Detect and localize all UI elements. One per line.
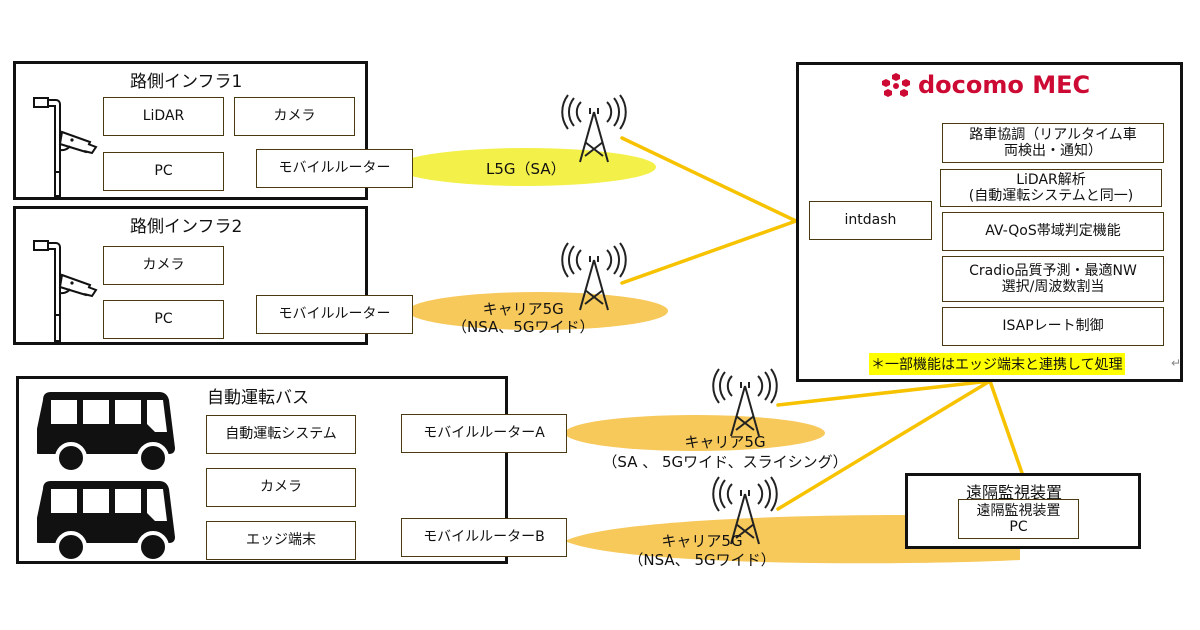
mec-function-line1: 路車協調（リアルタイム車 <box>969 126 1137 143</box>
remote-monitor-title: 遠隔監視装置 <box>966 483 1063 502</box>
carrier5g-infra2-label-line1: キャリア5G <box>482 300 564 318</box>
antenna-tower-icon-carrier-bus-b <box>712 476 778 545</box>
mec-function-line1: AV-QoS帯域判定機能 <box>985 223 1121 240</box>
remote-monitor-group: 遠隔監視装置 遠隔監視装置 PC <box>905 473 1141 549</box>
docomo-mec-group: docomo MEC intdash 路車協調（リアルタイム車 両検出・通知） … <box>796 62 1183 382</box>
streetlight-camera-icon <box>33 240 98 342</box>
autonomous-driving-system-box: 自動運転システム <box>206 415 356 454</box>
link-carrier-bus-a-to-mec <box>776 379 992 407</box>
remote-monitor-pc-line2: PC <box>1009 519 1028 535</box>
camera-box-infra1: カメラ <box>234 97 355 136</box>
streetlight-camera-icon <box>33 97 98 197</box>
mec-function-line1: LiDAR解析 <box>1016 171 1086 188</box>
edge-coordination-note-text: ＊一部機能はエッジ端末と連携して処理 <box>871 357 1123 373</box>
carrier5g-bus-a-label-line2: （SA 、 5Gワイド、スライシング） <box>602 453 848 471</box>
edge-terminal-box: エッジ端末 <box>206 521 356 560</box>
mobile-router-infra1: モバイルルーター <box>256 149 413 188</box>
docomo-mec-logo: docomo MEC <box>882 71 1090 99</box>
lidar-box-infra1: LiDAR <box>103 97 224 136</box>
mobile-router-infra2: モバイルルーター <box>256 295 413 334</box>
link-carrier-bus-b-to-mec <box>776 379 992 511</box>
link-l5g-to-mec <box>620 136 798 223</box>
roadside-infra-1-group: 路側インフラ1 LiDAR カメラ PC <box>13 61 368 200</box>
mec-function-cradio: Cradio品質予測・最適NW 選択/周波数割当 <box>942 256 1164 302</box>
link-carrier-infra2-to-mec <box>620 219 798 285</box>
mec-function-line2: (自動運転システムと同一) <box>968 188 1134 204</box>
roadside-infra-2-group: 路側インフラ2 カメラ PC <box>13 206 368 345</box>
mec-function-av-qos: AV-QoS帯域判定機能 <box>942 212 1164 251</box>
mec-function-isap: ISAPレート制御 <box>942 307 1164 346</box>
mec-function-line2: 選択/周波数割当 <box>1001 279 1105 295</box>
mec-function-road-vehicle-coop: 路車協調（リアルタイム車 両検出・通知） <box>942 123 1164 163</box>
mec-function-line1: Cradio品質予測・最適NW <box>969 262 1137 279</box>
mec-function-lidar-analysis: LiDAR解析 (自動運転システムと同一) <box>940 169 1162 207</box>
antenna-tower-icon-l5g <box>561 94 627 163</box>
autonomous-bus-title: 自動運転バス <box>207 388 309 408</box>
roadside-infra-2-title: 路側インフラ2 <box>130 217 243 237</box>
carrier5g-infra2-coverage-ellipse <box>408 292 668 330</box>
bus-icon <box>37 392 175 470</box>
mec-function-line2: 両検出・通知） <box>1004 143 1102 159</box>
carrier5g-bus-b-label-line1: キャリア5G <box>661 532 743 550</box>
intdash-box: intdash <box>809 201 932 240</box>
pc-box-infra2: PC <box>103 300 224 339</box>
antenna-tower-icon-carrier-bus-a <box>712 368 778 437</box>
docomo-logo-mark-icon <box>882 73 910 97</box>
roadside-infra-1-title: 路側インフラ1 <box>130 72 243 92</box>
carrier5g-bus-b-label: キャリア5G （NSA、 5Gワイド） <box>612 532 792 570</box>
link-mec-to-remote-monitor <box>988 379 1024 475</box>
docomo-mec-logo-text: docomo MEC <box>918 71 1091 99</box>
antenna-tower-icon-carrier-infra2 <box>561 242 627 311</box>
mobile-router-a: モバイルルーターA <box>401 414 567 453</box>
carrier5g-bus-a-label: キャリア5G （SA 、 5Gワイド、スライシング） <box>580 432 870 472</box>
carrier5g-bus-a-label-line1: キャリア5G <box>684 433 766 451</box>
remote-monitor-pc-line1: 遠隔監視装置 <box>976 502 1061 519</box>
camera-box-bus: カメラ <box>206 468 356 507</box>
carrier5g-bus-b-label-line2: （NSA、 5Gワイド） <box>628 551 776 569</box>
pc-box-infra1: PC <box>103 152 224 191</box>
bus-icon <box>37 481 175 559</box>
edge-coordination-note: ＊一部機能はエッジ端末と連携して処理 <box>869 353 1125 375</box>
carrier5g-bus-a-coverage-ellipse <box>565 415 825 451</box>
carrier5g-infra2-label: キャリア5G （NSA、5Gワイド） <box>452 300 594 336</box>
paragraph-mark-icon: ↵ <box>1171 356 1182 370</box>
mec-function-line1: ISAPレート制御 <box>1002 318 1104 335</box>
l5g-coverage-ellipse <box>396 148 656 186</box>
carrier5g-infra2-label-line2: （NSA、5Gワイド） <box>452 318 595 336</box>
camera-box-infra2: カメラ <box>103 246 224 285</box>
l5g-label: L5G（SA） <box>486 160 566 178</box>
mobile-router-b: モバイルルーターB <box>401 518 567 557</box>
remote-monitor-pc-box: 遠隔監視装置 PC <box>958 499 1079 539</box>
